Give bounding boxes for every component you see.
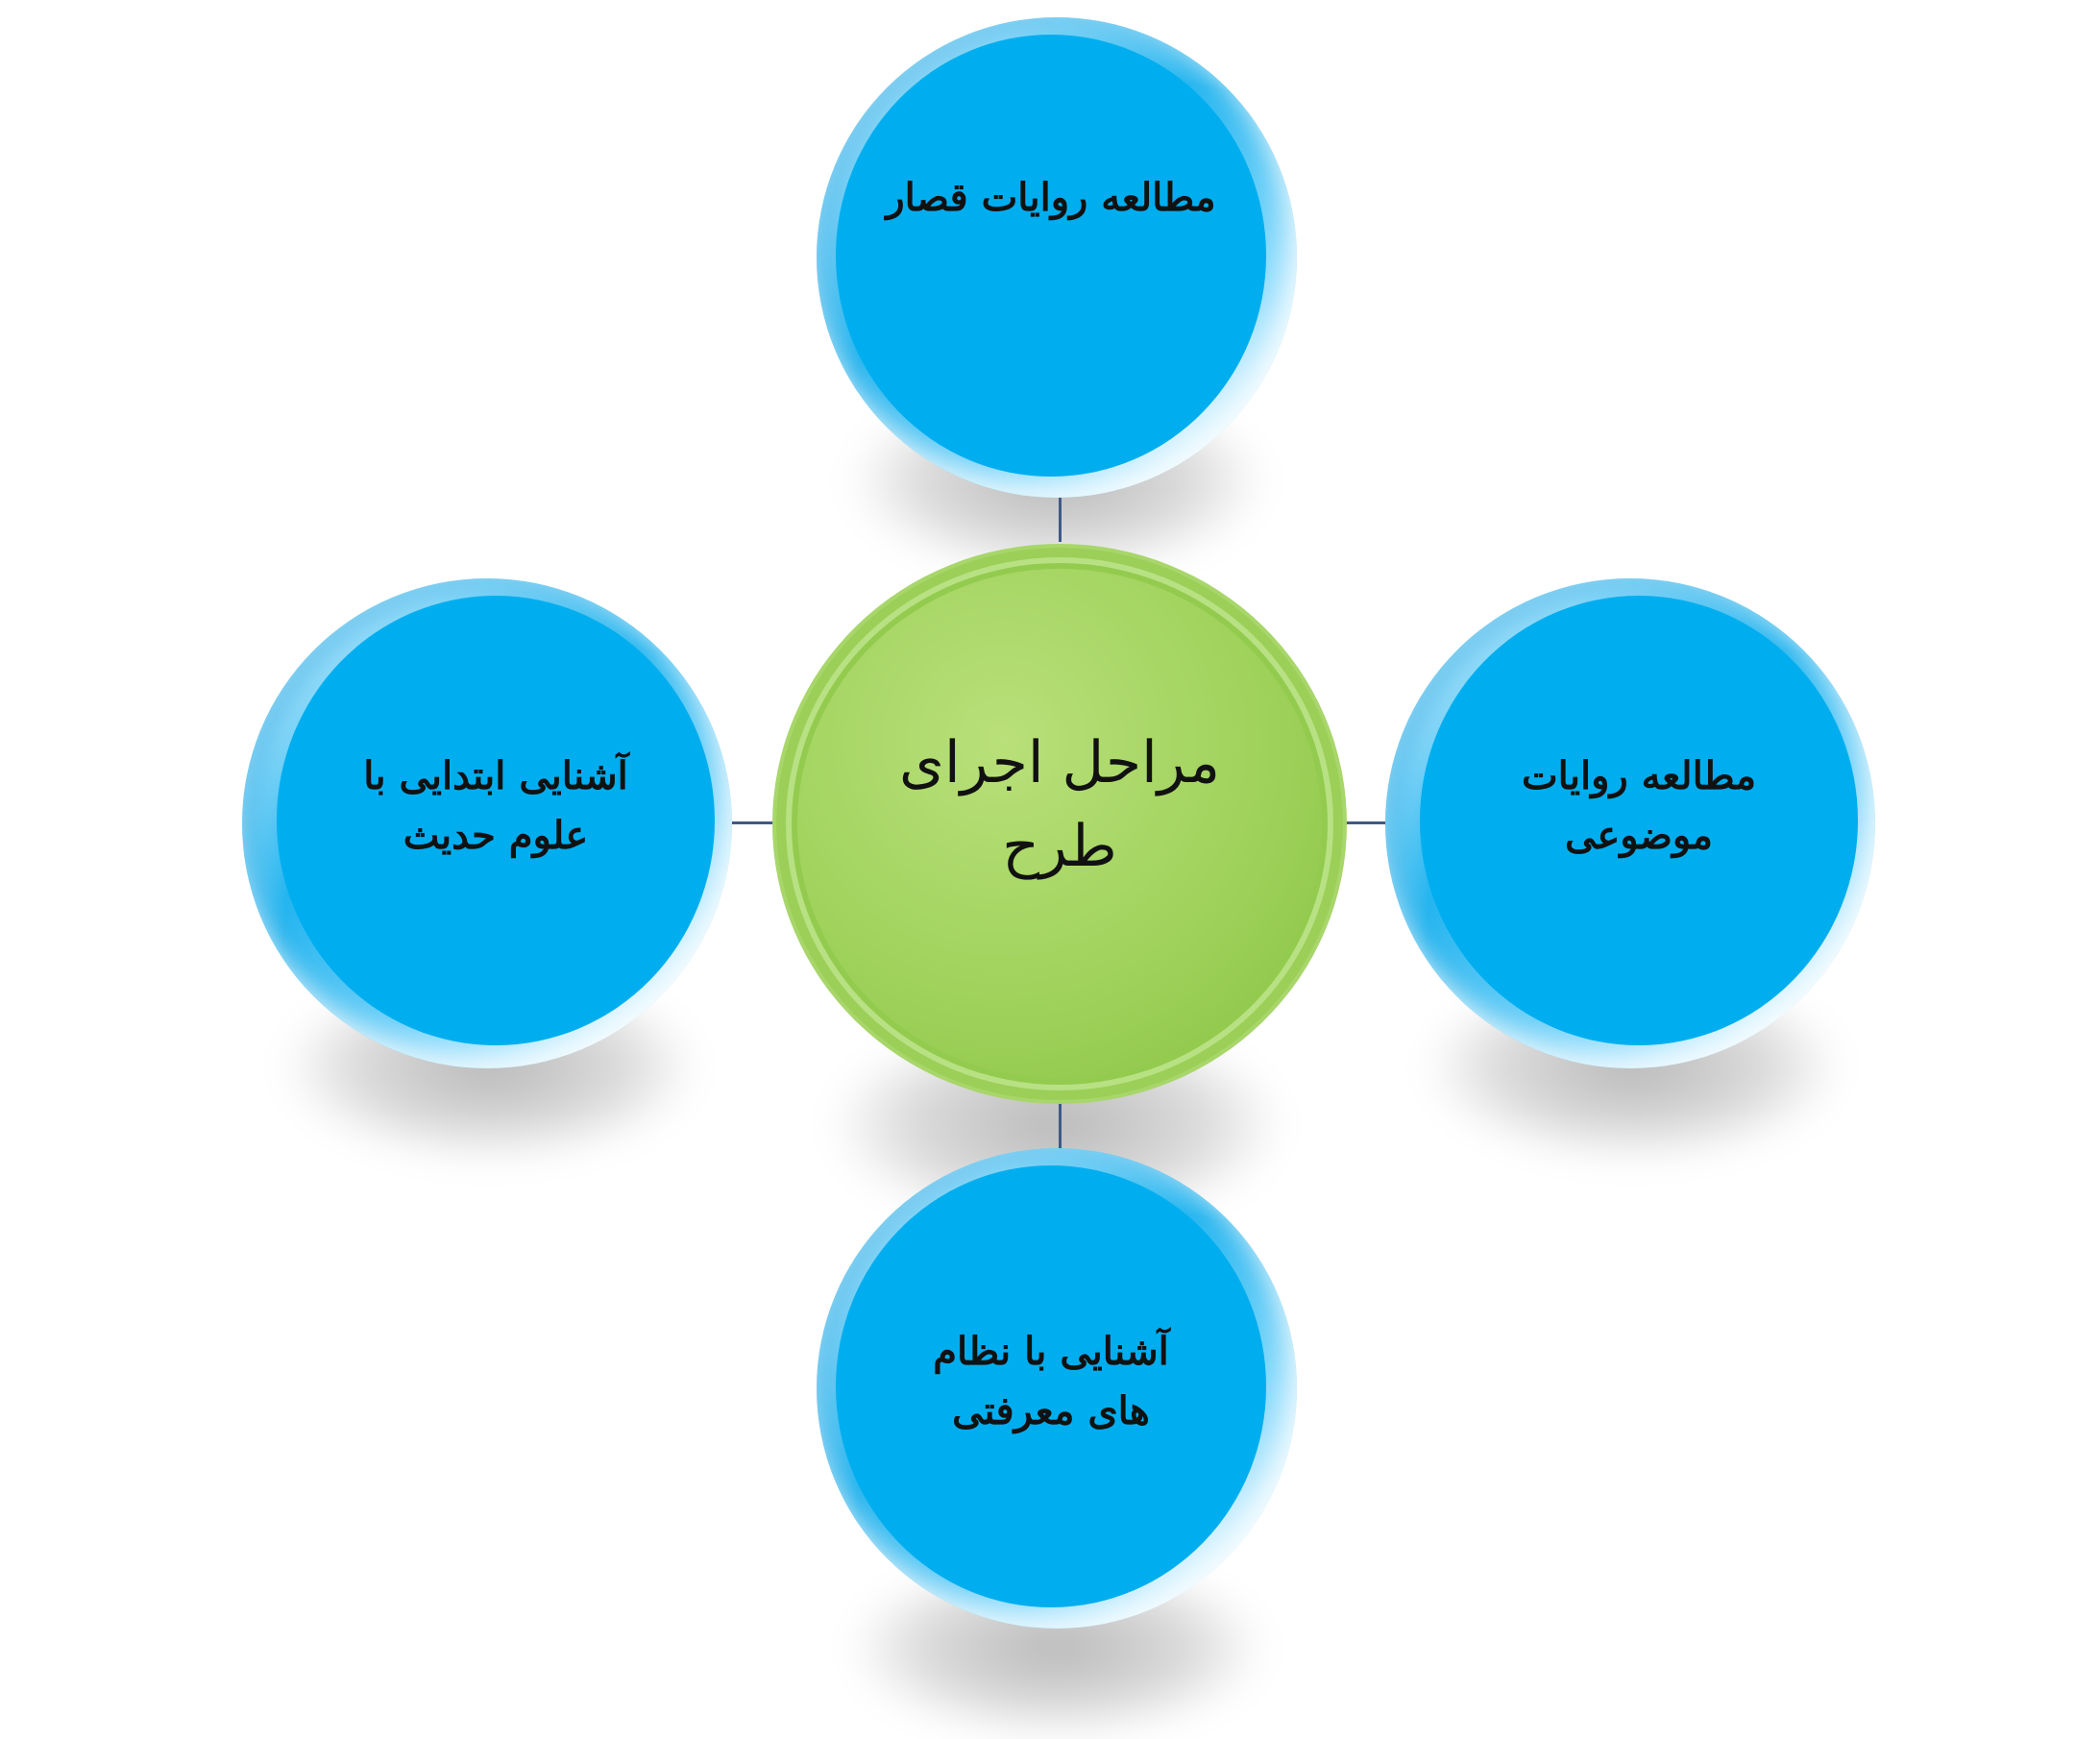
node-left: آشنایی ابتدایی با علوم حدیث bbox=[242, 578, 732, 1068]
connector-bottom bbox=[1059, 1103, 1062, 1151]
node-bottom-fill: آشنایی با نظام های معرفتی bbox=[836, 1165, 1266, 1607]
connector-top bbox=[1059, 494, 1062, 542]
node-right-label: مطالعه روایات موضوعی bbox=[1521, 753, 1756, 858]
node-top-fill: مطالعه روایات قصار bbox=[836, 35, 1266, 477]
node-right: مطالعه روایات موضوعی bbox=[1385, 578, 1875, 1068]
node-left-label: آشنایی ابتدایی با علوم حدیث bbox=[363, 753, 628, 858]
connector-right bbox=[1345, 821, 1393, 824]
center-node: مراحل اجرای طرح bbox=[776, 548, 1343, 1100]
connector-left bbox=[728, 821, 776, 824]
center-node-label: مراحل اجرای طرح bbox=[898, 728, 1220, 880]
node-left-fill: آشنایی ابتدایی با علوم حدیث bbox=[277, 596, 715, 1045]
node-bottom-label: آشنایی با نظام های معرفتی bbox=[933, 1329, 1169, 1433]
node-right-fill: مطالعه روایات موضوعی bbox=[1420, 596, 1858, 1045]
node-top-label: مطالعه روایات قصار bbox=[886, 175, 1216, 220]
node-top: مطالعه روایات قصار bbox=[817, 17, 1297, 498]
node-bottom: آشنایی با نظام های معرفتی bbox=[817, 1148, 1297, 1629]
